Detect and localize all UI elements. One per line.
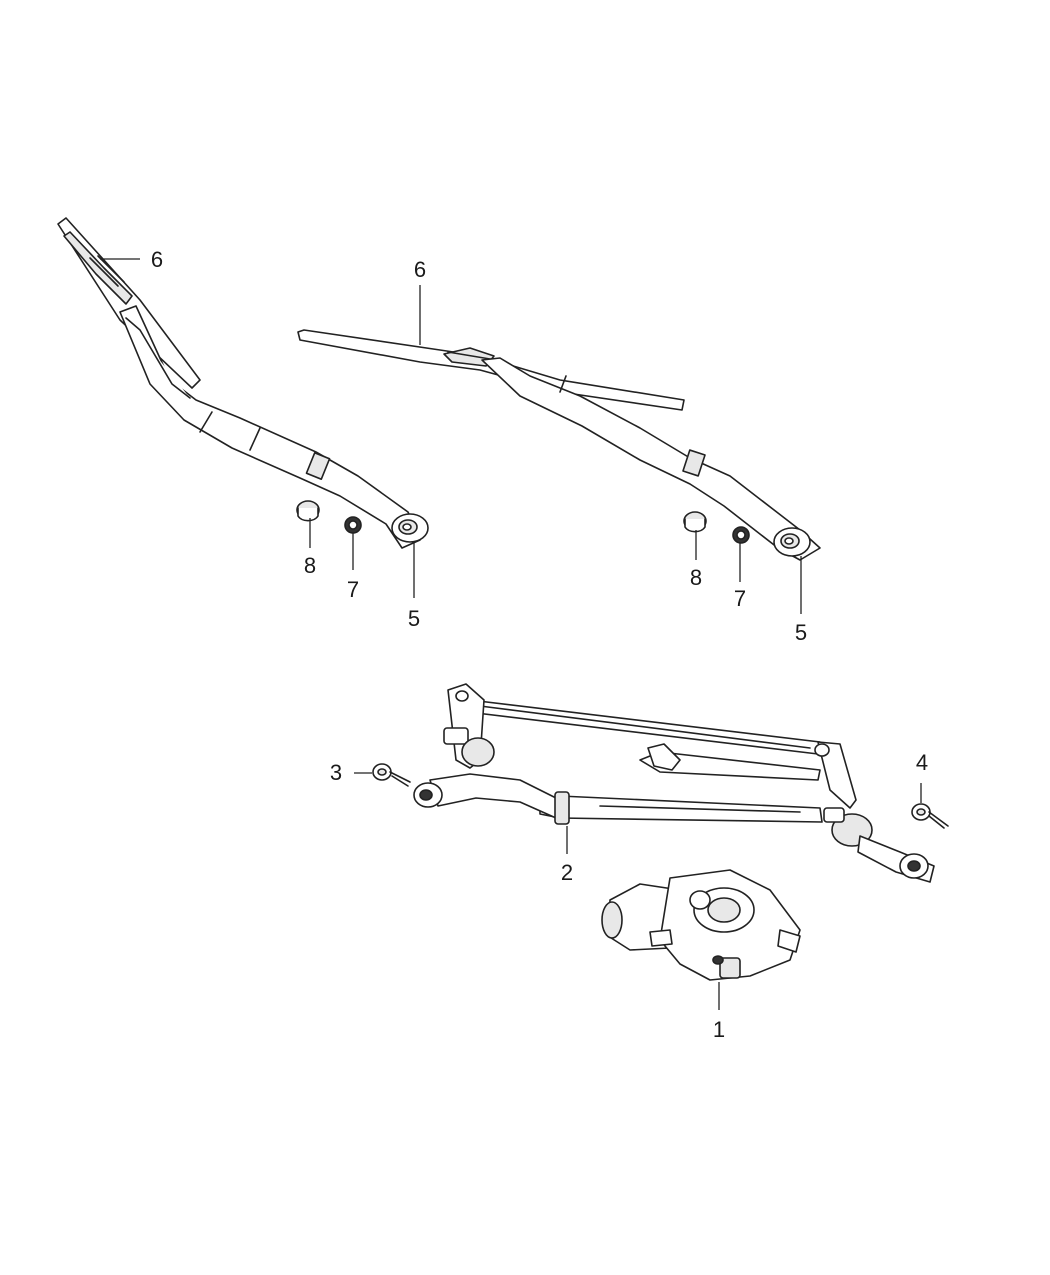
callout-4: 4 <box>915 750 929 775</box>
bolt-right <box>911 803 949 829</box>
left-nut <box>344 516 362 534</box>
callout-1: 1 <box>712 1017 726 1042</box>
left-cap <box>296 500 320 522</box>
callout-2: 2 <box>560 860 574 885</box>
callout-5-right: 5 <box>794 620 808 645</box>
right-wiper-blade <box>297 329 685 411</box>
right-cap <box>683 511 707 533</box>
callout-6-right: 6 <box>413 257 427 282</box>
callout-5-left: 5 <box>407 606 421 631</box>
wiper-motor <box>601 869 801 981</box>
left-wiper-blade <box>57 217 201 389</box>
right-nut <box>732 526 750 544</box>
callout-7-right: 7 <box>733 586 747 611</box>
leader-lines <box>100 258 922 1010</box>
wiper-linkage <box>413 683 935 883</box>
left-wiper-arm <box>119 305 429 549</box>
callout-6-left: 6 <box>150 247 164 272</box>
callout-8-right: 8 <box>689 565 703 590</box>
callout-8-left: 8 <box>303 553 317 578</box>
callout-3: 3 <box>329 760 343 785</box>
callout-7-left: 7 <box>346 577 360 602</box>
right-wiper-arm <box>481 357 821 561</box>
bolt-left <box>372 763 411 787</box>
